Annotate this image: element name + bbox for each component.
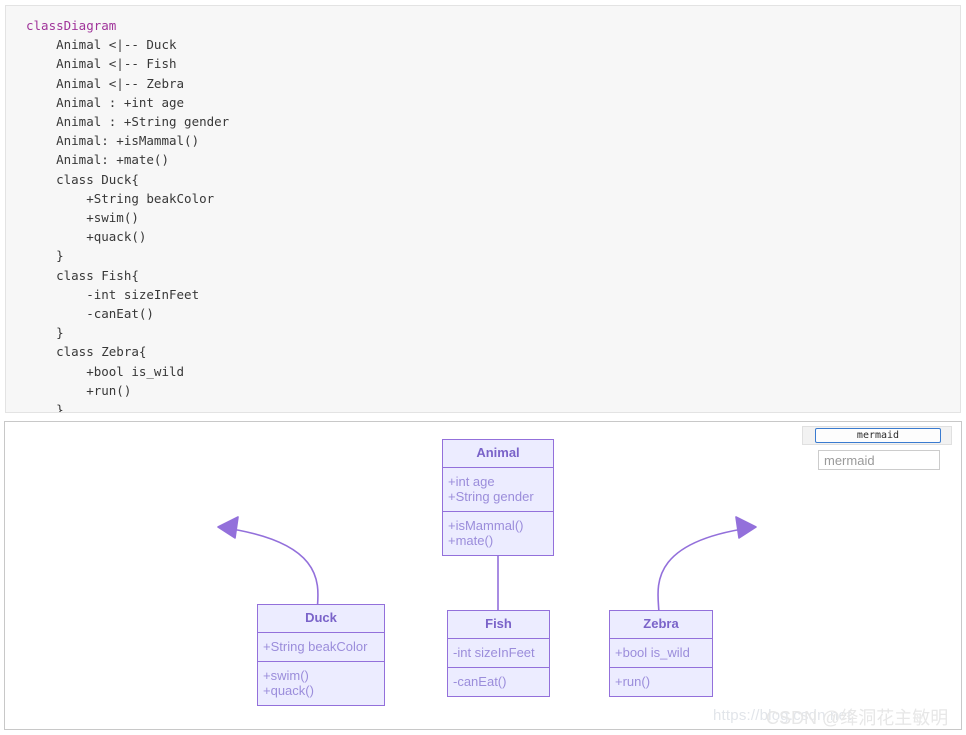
edge-duck-to-animal <box>217 526 319 616</box>
arrowhead-duck <box>217 516 239 539</box>
class-title-fish: Fish <box>485 616 512 631</box>
class-separator <box>610 638 712 639</box>
arrowhead-zebra <box>735 516 757 539</box>
mermaid-name-input[interactable] <box>818 450 940 470</box>
class-attributes-zebra: +bool is_wild <box>610 639 712 667</box>
class-methods-zebra: +run() <box>610 668 712 696</box>
class-box-fish[interactable]: Fish -int sizeInFeet -canEat() <box>447 610 550 697</box>
class-method: +quack() <box>263 683 314 698</box>
class-separator <box>443 467 553 468</box>
class-attribute: +String gender <box>448 489 534 504</box>
class-attribute: +String beakColor <box>263 639 368 654</box>
class-methods-duck: +swim() +quack() <box>258 662 384 705</box>
code-body: Animal <|-- Duck Animal <|-- Fish Animal… <box>56 37 230 413</box>
class-separator <box>448 667 549 668</box>
class-attribute: +bool is_wild <box>615 645 690 660</box>
class-methods-animal: +isMammal() +mate() <box>443 512 553 555</box>
class-attributes-animal: +int age +String gender <box>443 468 553 511</box>
class-methods-fish: -canEat() <box>448 668 549 696</box>
mermaid-toolbar: mermaid <box>802 426 952 445</box>
class-separator <box>258 632 384 633</box>
class-attribute: -int sizeInFeet <box>453 645 535 660</box>
class-attribute: +int age <box>448 474 495 489</box>
mermaid-source-code[interactable]: classDiagram Animal <|-- Duck Animal <|-… <box>6 6 960 413</box>
class-method: +mate() <box>448 533 494 548</box>
class-attributes-duck: +String beakColor <box>258 633 384 661</box>
class-method: -canEat() <box>453 674 507 689</box>
diagram-preview-pane[interactable]: mermaid Animal +int age +String gender +… <box>4 421 962 730</box>
class-title-zebra: Zebra <box>643 616 679 631</box>
class-attributes-fish: -int sizeInFeet <box>448 639 549 667</box>
class-box-duck[interactable]: Duck +String beakColor +swim() +quack() <box>257 604 385 706</box>
class-method: +swim() <box>263 668 309 683</box>
edge-zebra-to-animal <box>657 526 757 616</box>
class-separator <box>610 667 712 668</box>
class-separator <box>448 638 549 639</box>
class-box-zebra[interactable]: Zebra +bool is_wild +run() <box>609 610 713 697</box>
code-editor-pane[interactable]: classDiagram Animal <|-- Duck Animal <|-… <box>5 5 961 413</box>
class-method: +isMammal() <box>448 518 524 533</box>
class-separator <box>258 661 384 662</box>
class-title-duck: Duck <box>305 610 337 625</box>
class-method: +run() <box>615 674 651 689</box>
mermaid-render-button[interactable]: mermaid <box>815 428 941 443</box>
class-separator <box>443 511 553 512</box>
class-title-animal: Animal <box>476 445 520 460</box>
class-box-animal[interactable]: Animal +int age +String gender +isMammal… <box>442 439 554 556</box>
diagram-type-keyword: classDiagram <box>26 18 117 33</box>
